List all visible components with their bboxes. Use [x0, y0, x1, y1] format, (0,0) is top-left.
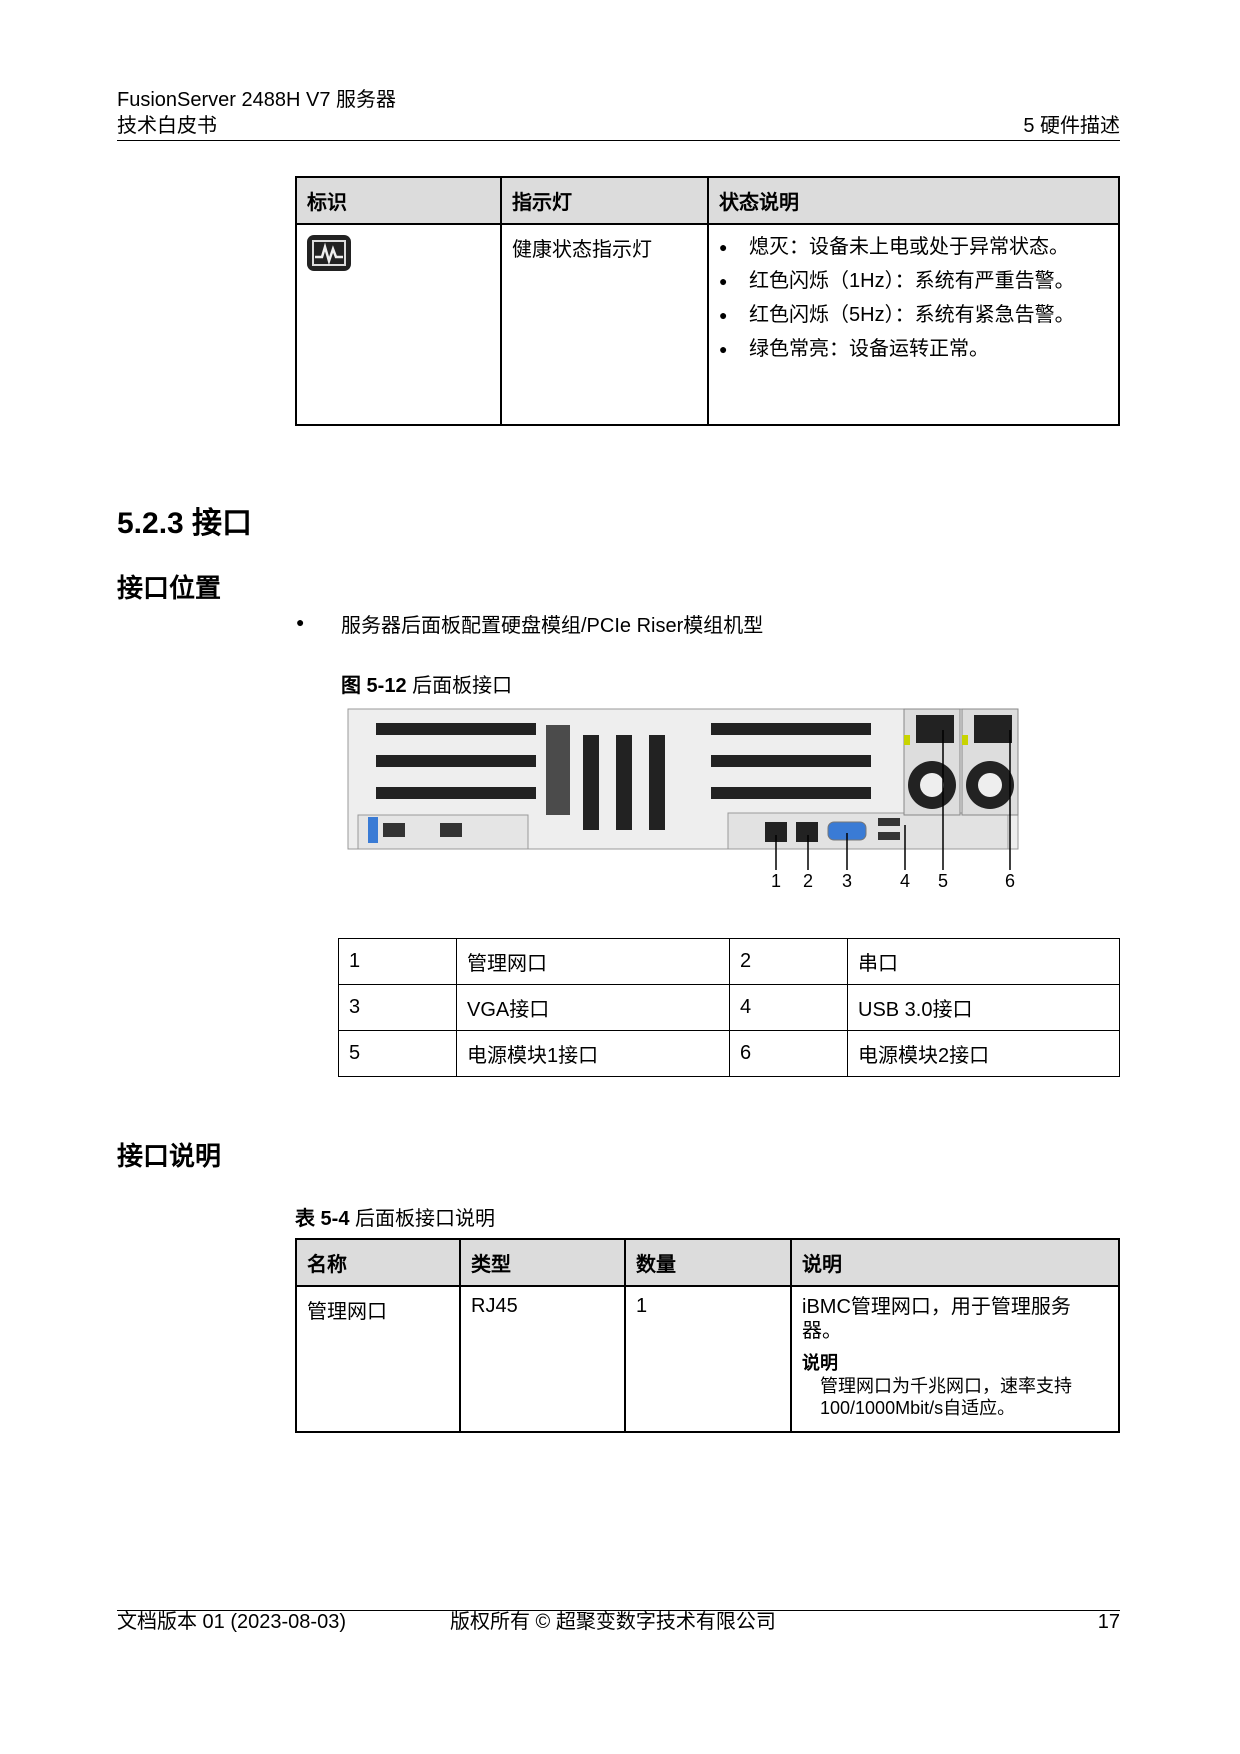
cell-desc: iBMC管理网口，用于管理服务器。	[802, 1296, 1071, 1342]
cell: 6	[729, 1030, 848, 1077]
cell: 3	[338, 984, 457, 1031]
cell: 电源模块2接口	[847, 1030, 1120, 1077]
col-header: 名称	[295, 1238, 461, 1287]
col-header: 指示灯	[500, 176, 709, 225]
callout-4: 4	[900, 871, 910, 890]
doc-title: FusionServer 2488H V7 服务器	[117, 89, 397, 111]
interface-table: 名称 类型 数量 说明 管理网口 RJ45 1 iBMC管理网口，用于管理服务器…	[295, 1238, 1120, 1433]
cell: 2	[729, 938, 848, 985]
state-item: 红色闪烁（5Hz）：系统有紧急告警。	[719, 303, 1089, 327]
cell-type: RJ45	[459, 1285, 626, 1433]
page-number: 17	[1097, 1611, 1120, 1633]
col-header: 标识	[295, 176, 502, 225]
table-label: 表 5-4	[295, 1208, 350, 1230]
cell: USB 3.0接口	[847, 984, 1120, 1031]
rear-panel-image: 1 2 3 4 5 6	[347, 708, 1019, 890]
led-table: 标识 指示灯 状态说明 健康状态指示灯 熄灭：设备未上电或处于异常状态。 红色闪…	[295, 176, 1120, 426]
figure-title: 后面板接口	[412, 675, 513, 697]
cell: 电源模块1接口	[456, 1030, 730, 1077]
cell: VGA接口	[456, 984, 730, 1031]
bullet-icon: ●	[296, 614, 305, 630]
cell: 管理网口	[456, 938, 730, 985]
doc-subtitle: 技术白皮书	[117, 115, 217, 137]
col-header: 说明	[790, 1238, 1120, 1287]
cell: 串口	[847, 938, 1120, 985]
callout-3: 3	[842, 871, 852, 890]
callout-6: 6	[1005, 871, 1015, 890]
state-item: 熄灭：设备未上电或处于异常状态。	[719, 235, 1089, 259]
callout-5: 5	[938, 871, 948, 890]
indicator-name: 健康状态指示灯	[500, 223, 709, 426]
table-title: 后面板接口说明	[355, 1208, 496, 1230]
subsection-desc: 接口说明	[117, 1141, 222, 1171]
cell: 5	[338, 1030, 457, 1077]
table-row: 管理网口 RJ45 1 iBMC管理网口，用于管理服务器。 说明 管理网口为千兆…	[295, 1285, 1120, 1433]
cell: 1	[338, 938, 457, 985]
section-title: 5.2.3 接口	[117, 507, 253, 540]
cell-name: 管理网口	[295, 1285, 461, 1433]
col-header: 状态说明	[707, 176, 1120, 225]
callout-1: 1	[771, 871, 781, 890]
col-header: 类型	[459, 1238, 626, 1287]
health-indicator-icon	[307, 235, 351, 271]
col-header: 数量	[624, 1238, 792, 1287]
note-text: 管理网口为千兆网口，速率支持100/1000Mbit/s自适应。	[820, 1376, 1072, 1418]
bullet-text: 服务器后面板配置硬盘模组/PCIe Riser模组机型	[341, 615, 764, 637]
doc-version: 文档版本 01 (2023-08-03)	[117, 1611, 346, 1633]
cell-qty: 1	[624, 1285, 792, 1433]
cell: 4	[729, 984, 848, 1031]
note-title: 说明	[802, 1353, 838, 1373]
chapter-title: 5 硬件描述	[1023, 115, 1120, 137]
callout-2: 2	[803, 871, 813, 890]
footer-rule	[117, 1610, 1120, 1611]
subsection-position: 接口位置	[117, 573, 222, 603]
state-item: 红色闪烁（1Hz）：系统有严重告警。	[719, 269, 1089, 293]
header-rule	[117, 140, 1120, 141]
copyright: 版权所有 © 超聚变数字技术有限公司	[450, 1611, 776, 1633]
figure-label: 图 5-12	[341, 675, 407, 697]
state-item: 绿色常亮：设备运转正常。	[719, 337, 1089, 361]
